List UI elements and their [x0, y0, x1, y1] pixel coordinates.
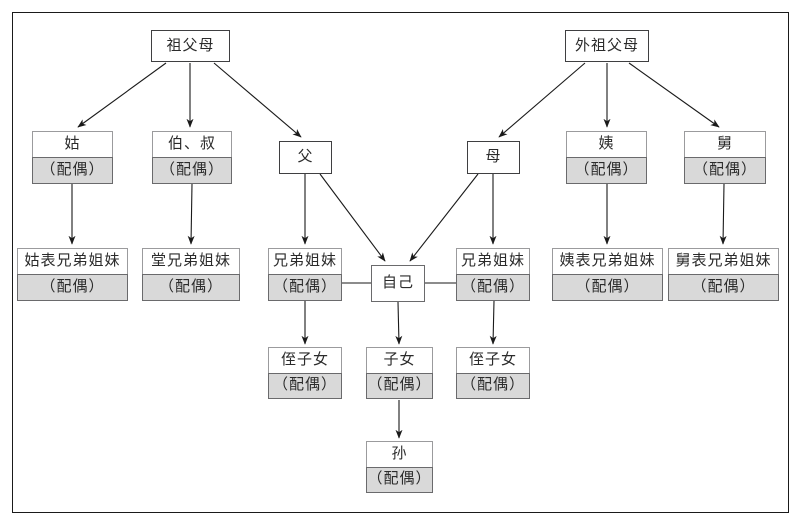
- node-label: 姑表兄弟姐妹: [17, 248, 128, 275]
- node-label: 兄弟姐妹: [268, 248, 342, 275]
- spouse-label: （配偶）: [268, 274, 342, 301]
- spouse-label: （配偶）: [684, 157, 766, 184]
- node-label: 姨表兄弟姐妹: [552, 248, 663, 275]
- connector-mgrandparents-to-mother: [498, 62, 586, 138]
- spouse-label: （配偶）: [32, 157, 113, 184]
- node-label: 堂兄弟姐妹: [142, 248, 240, 275]
- node-nephews-nieces-left: 侄子女 （配偶）: [268, 347, 342, 399]
- node-label: 祖父母: [166, 37, 215, 54]
- node-paternal-grandparents: 祖父母: [151, 30, 230, 62]
- node-label: 侄子女: [456, 347, 530, 374]
- connector-mother-to-self: [409, 173, 479, 262]
- node-paternal-aunt: 姑 （配偶）: [32, 131, 113, 184]
- spouse-label: （配偶）: [456, 372, 530, 399]
- node-label: 姑: [32, 131, 113, 158]
- spouse-label: （配偶）: [366, 372, 433, 399]
- spouse-label: （配偶）: [366, 466, 433, 493]
- node-nephews-nieces-right: 侄子女 （配偶）: [456, 347, 530, 399]
- diagram-outer-border: [12, 12, 789, 513]
- node-label: 自己: [381, 275, 414, 291]
- node-maternal-uncle-cousins: 舅表兄弟姐妹 （配偶）: [668, 248, 779, 301]
- node-paternal-uncles: 伯、叔 （配偶）: [152, 131, 232, 184]
- connector-siblings-to-nephews-right: [489, 300, 497, 345]
- node-siblings-right: 兄弟姐妹 （配偶）: [456, 248, 530, 301]
- spouse-label: （配偶）: [552, 274, 663, 301]
- connector-muncle-to-jiu-cousins: [719, 183, 727, 245]
- node-label: 舅: [684, 131, 766, 158]
- node-label: 侄子女: [268, 347, 342, 374]
- spouse-label: （配偶）: [566, 157, 647, 184]
- node-mother: 母: [467, 141, 520, 174]
- spouse-label: （配偶）: [268, 372, 342, 399]
- connector-mgrandparents-to-uncle: [628, 62, 720, 128]
- node-siblings-left: 兄弟姐妹 （配偶）: [268, 248, 342, 301]
- node-label: 子女: [366, 347, 433, 374]
- node-label: 伯、叔: [152, 131, 232, 158]
- connector-grandparents-to-father: [213, 62, 302, 138]
- node-label: 兄弟姐妹: [456, 248, 530, 275]
- node-grandchildren: 孙 （配偶）: [366, 441, 433, 493]
- node-paternal-aunt-cousins: 姑表兄弟姐妹 （配偶）: [17, 248, 128, 301]
- spouse-label: （配偶）: [152, 157, 232, 184]
- node-label: 孙: [366, 441, 433, 468]
- node-maternal-aunt: 姨 （配偶）: [566, 131, 647, 184]
- node-label: 姨: [566, 131, 647, 158]
- connector-father-to-self: [319, 173, 386, 262]
- node-label: 父: [297, 149, 314, 165]
- connector-self-to-children: [395, 301, 403, 345]
- node-maternal-grandparents: 外祖父母: [565, 30, 649, 62]
- connector-grandparents-to-aunt: [77, 62, 167, 128]
- spouse-label: （配偶）: [17, 274, 128, 301]
- spouse-label: （配偶）: [142, 274, 240, 301]
- node-self: 自己: [371, 265, 425, 302]
- node-father: 父: [279, 141, 332, 174]
- node-paternal-cousins: 堂兄弟姐妹 （配偶）: [142, 248, 240, 301]
- node-label: 母: [485, 149, 502, 165]
- spouse-label: （配偶）: [668, 274, 779, 301]
- node-children: 子女 （配偶）: [366, 347, 433, 399]
- connector-uncles-to-tang-cousins: [187, 183, 195, 245]
- spouse-label: （配偶）: [456, 274, 530, 301]
- node-label: 舅表兄弟姐妹: [668, 248, 779, 275]
- node-maternal-aunt-cousins: 姨表兄弟姐妹 （配偶）: [552, 248, 663, 301]
- node-maternal-uncle: 舅 （配偶）: [684, 131, 766, 184]
- node-label: 外祖父母: [574, 37, 639, 54]
